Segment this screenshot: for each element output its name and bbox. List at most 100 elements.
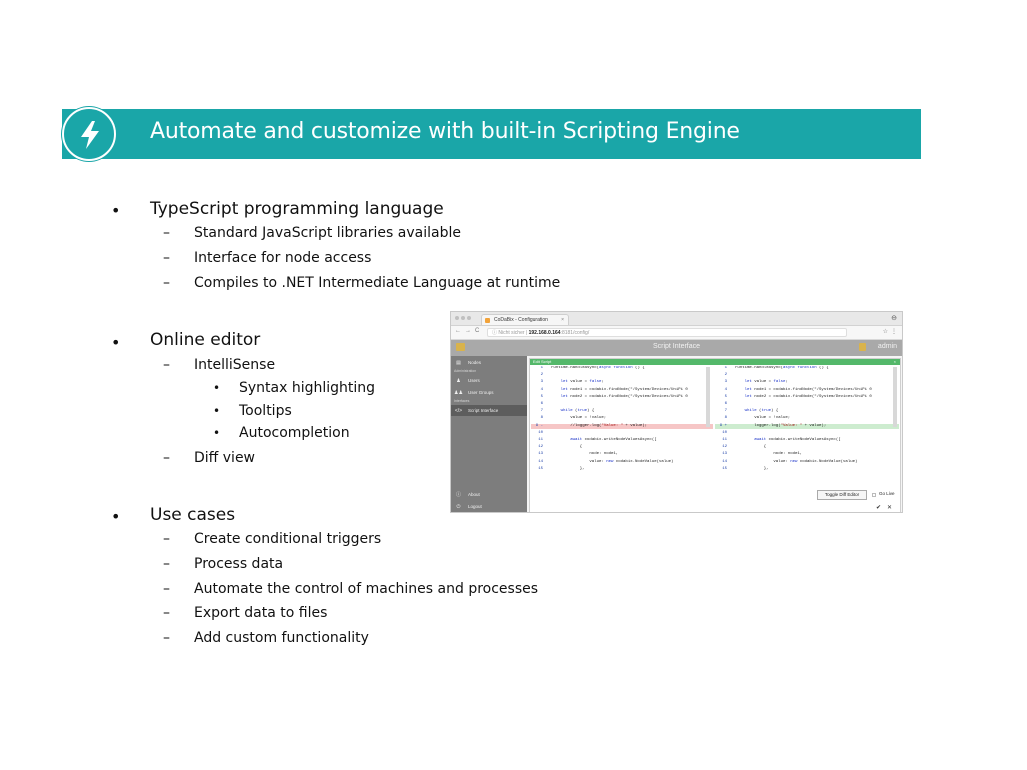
star-icon[interactable]: ☆ (882, 329, 888, 335)
code-line[interactable]: 15 }, (715, 467, 899, 473)
browser-tab[interactable]: CoDaBix - Configuration × (481, 314, 569, 325)
window-zoom-control[interactable] (467, 316, 471, 320)
sub-bullet: Process data (194, 556, 284, 572)
dash-marker: – (163, 225, 170, 241)
code-line[interactable]: 9 - //logger.log("Value: " + value); (531, 423, 713, 430)
tab-title: CoDaBix - Configuration (494, 317, 548, 323)
code-line[interactable]: 5 let node2 = codabix.findNode("/System/… (531, 395, 713, 401)
right-scrollbar[interactable] (893, 367, 897, 427)
line-number: 6 (724, 402, 727, 406)
code-line[interactable]: 6 (715, 402, 899, 408)
dialog-title-bar: Edit Script × (530, 359, 900, 365)
profile-icon[interactable]: ⊖ (891, 315, 897, 322)
insecure-label: Nicht sicher (498, 330, 525, 336)
code-line[interactable]: 3 let value = false; (715, 380, 899, 386)
line-number: 2 (724, 373, 727, 378)
dash-marker: – (163, 450, 170, 466)
code-line[interactable]: 2 (715, 373, 899, 379)
dash-marker: – (163, 581, 170, 597)
left-scrollbar[interactable] (706, 367, 710, 427)
code-line[interactable]: 8 value = !value; (531, 416, 713, 422)
toggle-diff-editor-button[interactable]: Toggle Diff Editor (817, 490, 867, 500)
code-line[interactable]: 13 node: node1, (715, 452, 899, 458)
code-line[interactable]: 10 (531, 431, 713, 437)
url-field[interactable]: ⓘ Nicht sicher | 192.168.0.164:8181/conf… (487, 328, 847, 337)
bullet-typescript: TypeScript programming language (150, 199, 444, 219)
go-live-checkbox[interactable] (872, 493, 876, 497)
line-number: 5 (724, 394, 727, 399)
sidebar-item-nodes[interactable]: ▤Nodes (451, 357, 527, 368)
bullet-marker: • (111, 507, 121, 526)
nodes-icon: ▤ (456, 360, 461, 366)
sub-bullet: Standard JavaScript libraries available (194, 225, 461, 241)
code-line[interactable]: 5 let node2 = codabix.findNode("/System/… (715, 395, 899, 401)
line-number: 11 (538, 438, 543, 442)
tab-close-icon[interactable]: × (561, 317, 564, 323)
app-title: Script Interface (652, 343, 701, 350)
line-number: 8 (540, 416, 543, 421)
user-icon[interactable] (859, 343, 866, 351)
user-name[interactable]: admin (877, 343, 897, 350)
window-close-control[interactable] (455, 316, 459, 320)
code-line[interactable]: 8 value = !value; (715, 416, 899, 422)
code-line[interactable]: 4 let node1 = codabix.findNode("/System/… (531, 388, 713, 394)
editor-screenshot: CoDaBix - Configuration × ⊖ ← → C ⓘ Nich… (450, 311, 903, 513)
line-number: 2 (540, 373, 543, 378)
code-line[interactable]: 11 await codabix.writeNodeValuesAsync([ (715, 438, 899, 444)
line-number: 3 (724, 380, 727, 385)
code-line[interactable]: 3 let value = false; (531, 380, 713, 386)
go-live-label: Go Live (879, 491, 895, 496)
menu-icon[interactable]: ⋮ (891, 329, 897, 335)
dash-marker: – (163, 531, 170, 547)
sub-bullet: Compiles to .NET Intermediate Language a… (194, 275, 561, 291)
dialog-close-icon[interactable]: × (893, 359, 896, 364)
dash-marker: – (163, 357, 170, 373)
dash-marker: – (163, 605, 170, 621)
url-path: :8181/config/ (560, 330, 590, 336)
sidebar-item-script-interface[interactable]: </>Script Interface (451, 405, 527, 416)
sidebar-item-logout[interactable]: ⏻Logout (451, 501, 527, 512)
line-number: 5 (540, 394, 543, 399)
code-line[interactable]: 7 while (true) { (715, 409, 899, 415)
code-line[interactable]: 10 (715, 431, 899, 437)
sidebar-item-users[interactable]: ♟Users (451, 375, 527, 386)
line-number: 13 (538, 452, 543, 457)
code-line[interactable]: 11 await codabix.writeNodeValuesAsync([ (531, 438, 713, 444)
code-line[interactable]: 13 node: node1, (531, 452, 713, 458)
line-number: 7 (724, 409, 727, 414)
code-line[interactable]: 12 { (715, 445, 899, 451)
line-number: 14 (722, 459, 727, 464)
code-line[interactable]: 14 value: new codabix.NodeValue(value) (531, 460, 713, 466)
code-line[interactable]: 6 (531, 402, 713, 408)
code-line[interactable]: 12 { (531, 445, 713, 451)
bullet-marker: • (213, 381, 221, 395)
back-icon[interactable]: ← (455, 328, 461, 334)
power-icon: ⏻ (456, 504, 461, 510)
hamburger-icon[interactable] (456, 343, 465, 351)
sidebar-heading-administration: Administration (454, 369, 477, 373)
sidebar-item-user-groups[interactable]: ♟♟User Groups (451, 387, 527, 398)
sub-bullet: Automate the control of machines and pro… (194, 581, 539, 597)
forward-icon[interactable]: → (465, 328, 471, 334)
code-line[interactable]: 14 value: new codabix.NodeValue(value) (715, 460, 899, 466)
user-groups-icon: ♟♟ (454, 390, 463, 396)
code-line[interactable]: 9 + logger.log("Value: " + value); (715, 423, 899, 430)
reload-icon[interactable]: C (475, 328, 480, 334)
cancel-x-icon[interactable]: ✕ (887, 505, 893, 511)
slide-title: Automate and customize with built-in Scr… (150, 119, 740, 144)
code-line[interactable]: 4 let node1 = codabix.findNode("/System/… (715, 388, 899, 394)
code-line[interactable]: 7 while (true) { (531, 409, 713, 415)
line-number: 13 (722, 452, 727, 457)
info-icon: ⓘ (492, 330, 499, 336)
sub-bullet: Export data to files (194, 605, 328, 621)
code-line[interactable]: 15 }, (531, 467, 713, 473)
code-line[interactable]: 2 (531, 373, 713, 379)
confirm-check-icon[interactable]: ✔ (876, 505, 882, 511)
window-minimize-control[interactable] (461, 316, 465, 320)
